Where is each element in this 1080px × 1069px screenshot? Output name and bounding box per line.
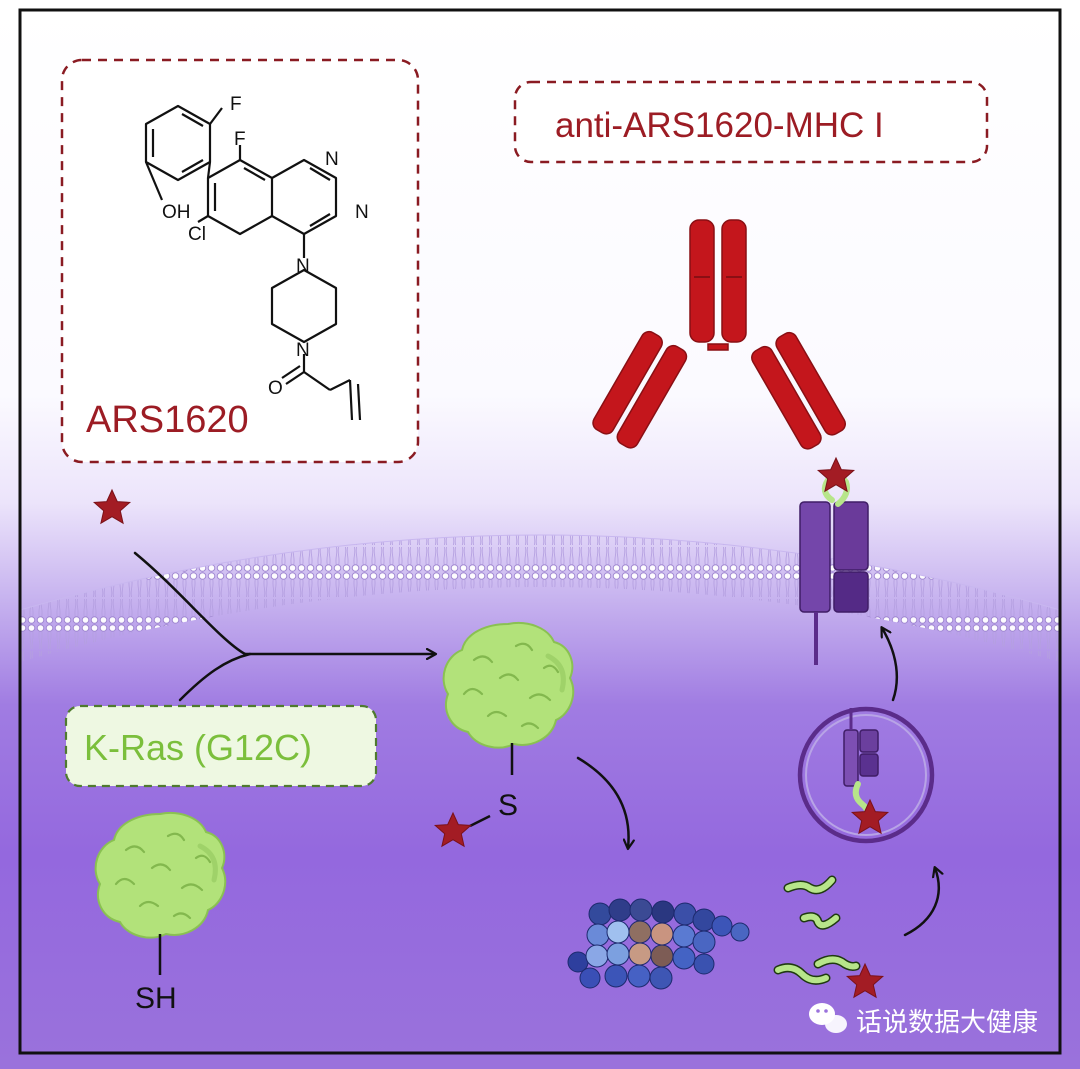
mhc-i-icon: [799, 472, 869, 665]
atom-n-pip-bottom: N: [296, 340, 310, 361]
atom-f-top: F: [230, 94, 242, 115]
atom-cl: Cl: [188, 224, 206, 245]
ars1620-structure-box: [60, 58, 420, 464]
atom-oh: OH: [162, 202, 191, 223]
atom-n-upper: N: [325, 149, 339, 170]
ars1620-molecule: [144, 104, 362, 421]
wechat-icon: [809, 1003, 847, 1033]
atom-n-lower: N: [355, 202, 369, 223]
drug-name-label: ARS1620: [86, 399, 249, 441]
atom-o-carbonyl: O: [268, 378, 283, 399]
thiol-label: SH: [135, 982, 177, 1015]
atom-n-pip-top: N: [296, 256, 310, 277]
presentation-arrow: [882, 628, 899, 702]
ars1620-atom-labels: F F N N OH Cl N N O: [162, 94, 369, 399]
watermark: 话说数据大健康: [809, 1003, 1038, 1038]
figure-frame: [18, 8, 1062, 1055]
vesicle-icon: [797, 706, 935, 844]
kras-label: K-Ras (G12C): [84, 727, 312, 768]
binding-arrow: [133, 551, 435, 702]
thioether-label: S: [498, 789, 518, 822]
antibody-name-label: anti-ARS1620-MHC I: [555, 106, 884, 145]
proteasome-icon: [567, 898, 750, 990]
star-bond: [469, 814, 491, 828]
watermark-text: 话说数据大健康: [856, 1008, 1038, 1038]
loading-arrow: [903, 868, 939, 937]
degradation-arrow: [576, 756, 629, 848]
antibody-label-box: [513, 80, 989, 164]
atom-f-mid: F: [234, 129, 246, 150]
kras-label-box: [64, 704, 378, 788]
antibody-icon: [592, 219, 846, 450]
